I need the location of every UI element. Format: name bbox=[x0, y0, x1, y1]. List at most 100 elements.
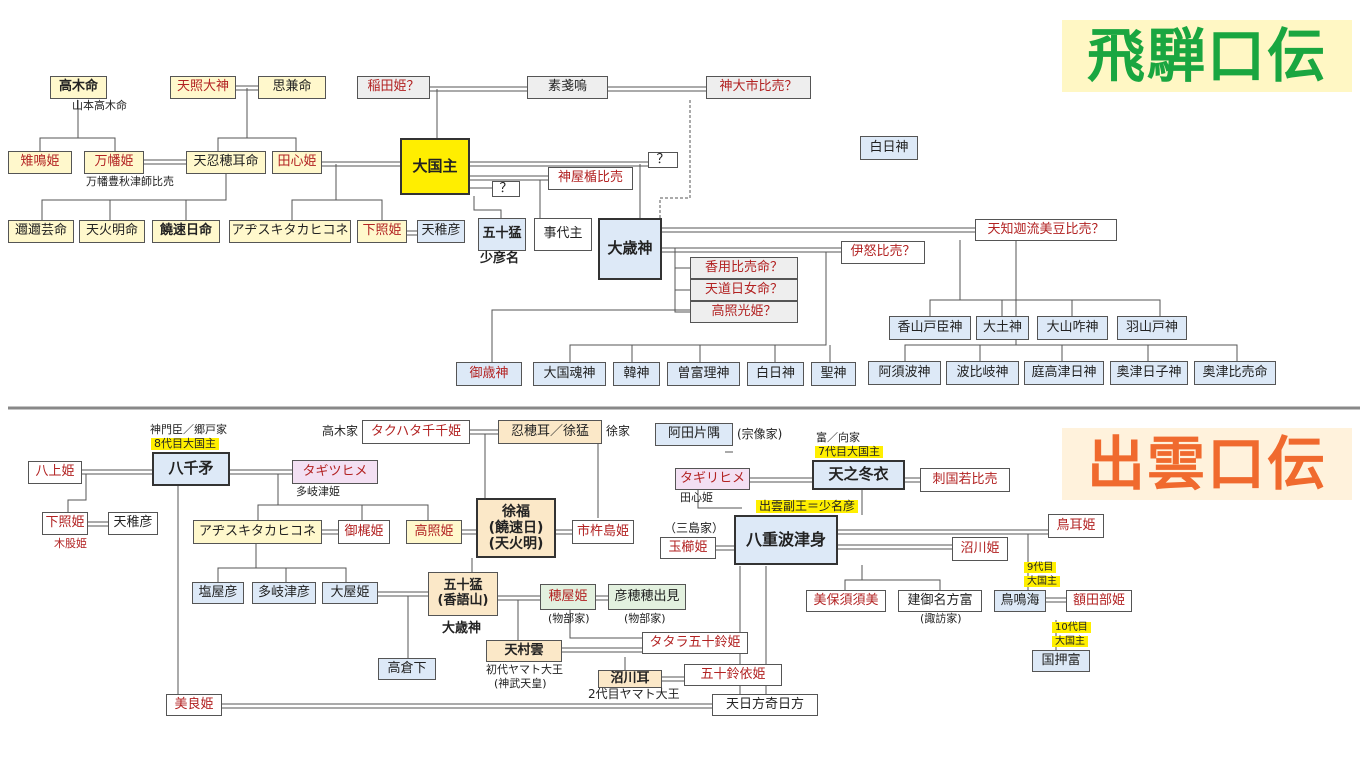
node-ninigi: 邇邇芸命 bbox=[8, 220, 74, 243]
note-kando: 神門臣／郷戸家 bbox=[150, 423, 227, 436]
note-tagitsu: 多岐津姫 bbox=[296, 485, 340, 498]
node-numakawa: 沼川姫 bbox=[952, 537, 1008, 561]
note-otoshi-izumo: 大歳神 bbox=[442, 621, 482, 636]
note-ninth1: 9代目 bbox=[1024, 562, 1057, 573]
node-oshihomimi: 天忍穂耳命 bbox=[186, 151, 266, 174]
note-munakata: (宗像家) bbox=[737, 427, 783, 441]
isotakeru-line1: 五十猛 bbox=[443, 578, 483, 594]
node-ajisuki-izumo: アヂスキタカヒコネ bbox=[193, 520, 322, 544]
node-ikoyahime: 伊怒比売？ bbox=[841, 241, 925, 264]
node-takorihime: 田心姫 bbox=[272, 151, 322, 174]
jofuku-line3: (天火明) bbox=[488, 536, 544, 553]
note-takagi-house: 高木家 bbox=[322, 424, 359, 438]
node-amanomurakumo: 天村雲 bbox=[486, 640, 562, 662]
node-amaterasu: 天照大神 bbox=[170, 76, 236, 99]
note-yorozuhata: 万幡豊秋津師比売 bbox=[86, 175, 174, 188]
node-yachihoko: 八千矛 bbox=[152, 452, 230, 486]
note-fukuou: 出雲副王＝少名彦 bbox=[756, 499, 859, 514]
node-takateru-izumo: 高照姫 bbox=[406, 520, 462, 544]
node-amewakahiko: 天稚彦 bbox=[417, 220, 465, 243]
node-omoikane: 思兼命 bbox=[258, 76, 326, 99]
node-nukatabe: 額田部姫 bbox=[1066, 590, 1132, 612]
note-suwa: (諏訪家) bbox=[920, 612, 962, 625]
node-isotakeru-izumo: 五十猛 (香語山) bbox=[428, 572, 498, 616]
node-hoyahime: 穂屋姫 bbox=[540, 584, 596, 610]
note-tenth2: 大国主 bbox=[1052, 636, 1088, 647]
node-kamuoichi: 神大市比売？ bbox=[706, 76, 811, 99]
note-mishima: （三島家） bbox=[664, 521, 725, 535]
node-torinaumi: 鳥鳴海 bbox=[994, 590, 1046, 612]
note-tomi-house: 富／向家 bbox=[816, 431, 860, 444]
node-hayamato: 羽山戸神 bbox=[1117, 316, 1187, 340]
node-hakujitsu-top: 白日神 bbox=[860, 136, 918, 160]
node-takuhata: タクハタ千千姫 bbox=[362, 420, 470, 444]
node-hijiri: 聖神 bbox=[811, 362, 856, 386]
node-okitsuhiko: 奥津日子神 bbox=[1110, 361, 1188, 385]
node-mihosusumi: 美保須須美 bbox=[806, 590, 886, 612]
node-mitoshi: 御歳神 bbox=[456, 362, 522, 386]
note-tagiri: 田心姫 bbox=[680, 491, 713, 504]
node-torimimi: 鳥耳姫 bbox=[1048, 514, 1104, 538]
node-sashikuniwaka: 刺国若比売 bbox=[920, 468, 1010, 492]
node-q2: ？ bbox=[492, 181, 520, 197]
note-seventh: 7代目大国主 bbox=[815, 445, 883, 459]
node-tagitsu: タギツヒメ bbox=[292, 460, 378, 484]
note-ninth2: 大国主 bbox=[1024, 576, 1060, 587]
note-eighth: 8代目大国主 bbox=[151, 437, 219, 451]
node-otsuchi: 大土神 bbox=[976, 316, 1029, 340]
node-yorozuhata: 万幡姫 bbox=[84, 151, 144, 174]
note-tenth1: 10代目 bbox=[1052, 622, 1091, 633]
node-tatara: タタラ五十鈴姫 bbox=[642, 632, 748, 654]
node-kara: 韓神 bbox=[613, 362, 660, 386]
hida-title: 飛騨口伝 bbox=[1062, 20, 1352, 92]
node-oshiho-isotake: 忍穂耳／徐猛 bbox=[498, 420, 602, 444]
node-asuha: 阿須波神 bbox=[868, 361, 941, 385]
note-murakumo2: (神武天皇) bbox=[494, 677, 547, 690]
note-murakumo1: 初代ヤマト大王 bbox=[486, 663, 563, 676]
node-nigihayahi: 饒速日命 bbox=[152, 220, 220, 243]
node-amehikata: 天日方奇日方 bbox=[712, 694, 818, 716]
node-hahiki: 波比岐神 bbox=[946, 361, 1019, 385]
node-ajisuki: アヂスキタカヒコネ bbox=[229, 220, 351, 243]
node-takeminakata: 建御名方富 bbox=[898, 590, 982, 612]
node-oya: 大屋姫 bbox=[322, 582, 378, 604]
node-nunakawamimi: 沼川耳 bbox=[598, 670, 662, 688]
node-sohori: 曽富理神 bbox=[667, 362, 740, 386]
node-yagamihime: 八上姫 bbox=[28, 461, 82, 484]
node-niwataka: 庭高津日神 bbox=[1024, 361, 1104, 385]
node-susanoo: 素戔嗚 bbox=[527, 76, 608, 99]
node-mikaji: 御梶姫 bbox=[338, 520, 390, 544]
node-otoshi: 大歳神 bbox=[598, 218, 662, 280]
node-inadahime: 稲田姫？ bbox=[357, 76, 430, 99]
isotakeru-line2: (香語山) bbox=[437, 593, 489, 608]
node-amenohoakari: 天火明命 bbox=[79, 220, 145, 243]
node-ata: 阿田片隅 bbox=[655, 423, 733, 446]
jofuku-line2: (饒速日) bbox=[488, 519, 544, 536]
node-shitateru: 下照姫 bbox=[357, 220, 407, 243]
note-takagi: 山本高木命 bbox=[72, 99, 127, 112]
node-shitateru-izumo: 下照姫 bbox=[42, 512, 88, 535]
note-mononobe2: (物部家) bbox=[624, 612, 666, 625]
node-mirahime: 美良姫 bbox=[166, 694, 222, 716]
node-okitsuhime: 奥津比売命 bbox=[1194, 361, 1276, 385]
node-oyamakui: 大山咋神 bbox=[1037, 316, 1108, 340]
node-ichikishima: 市杵島姫 bbox=[572, 520, 634, 544]
node-kamuyatate: 神屋楯比売 bbox=[548, 167, 633, 190]
node-okuninushi: 大国主 bbox=[400, 138, 470, 195]
node-kiginaki: 雉鳴姫 bbox=[8, 151, 72, 174]
node-isuzuyori: 五十鈴依姫 bbox=[684, 664, 782, 686]
node-kayohime: 香用比売命？ bbox=[690, 257, 798, 279]
node-isotakeru: 五十猛 bbox=[478, 218, 526, 251]
node-shirahi: 白日神 bbox=[747, 362, 804, 386]
node-kunioshitomi: 国押富 bbox=[1032, 650, 1090, 672]
node-shioya: 塩屋彦 bbox=[192, 582, 244, 604]
note-mononobe1: (物部家) bbox=[548, 612, 590, 625]
node-hikohohodemi: 彦穂穂出見 bbox=[608, 584, 686, 610]
node-q1: ？ bbox=[648, 152, 678, 168]
node-amechikaru: 天知迦流美豆比売？ bbox=[975, 219, 1117, 241]
node-tamakushi: 玉櫛姫 bbox=[660, 537, 716, 559]
node-takakura: 高倉下 bbox=[378, 658, 436, 680]
node-kotoshiro: 事代主 bbox=[534, 218, 592, 251]
note-sukunahikona: 少彦名 bbox=[480, 251, 520, 266]
